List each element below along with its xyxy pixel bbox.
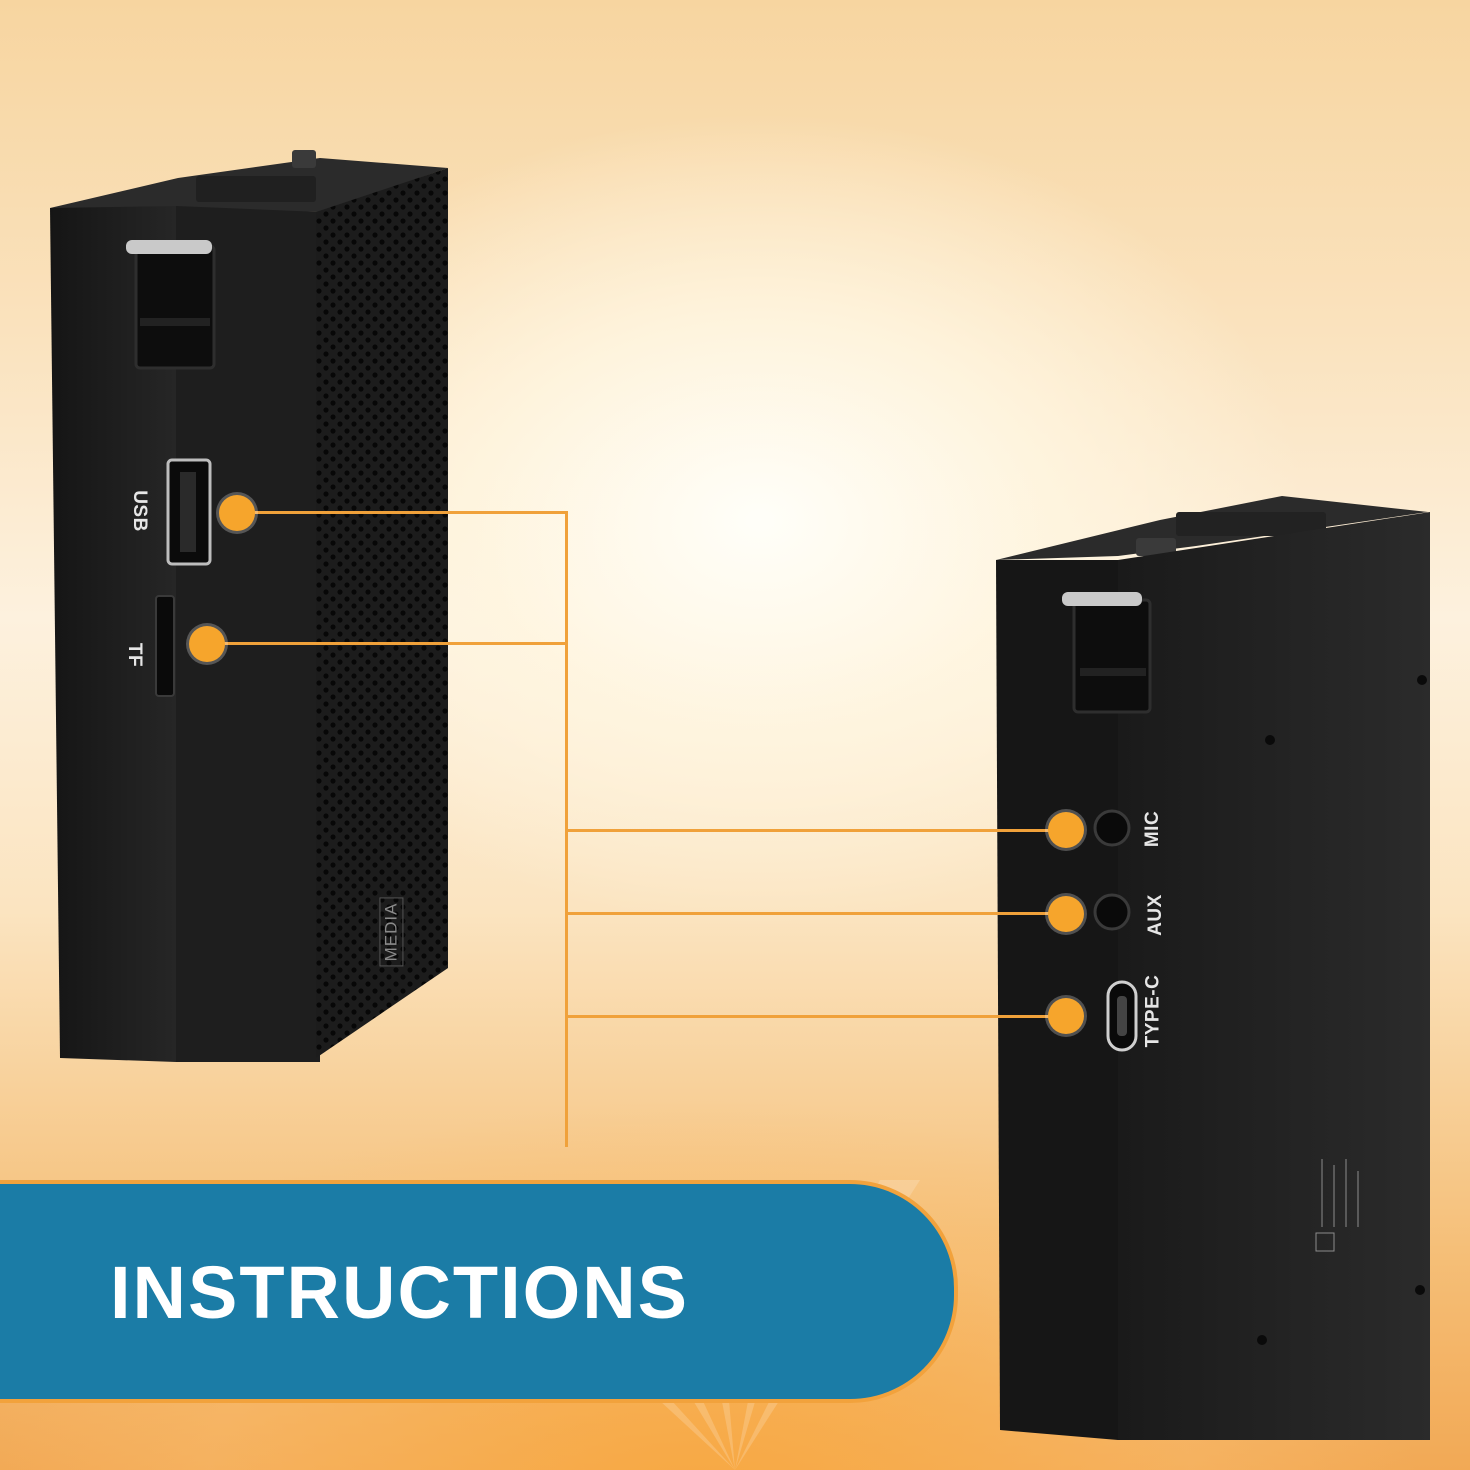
usb-port-label: USB (128, 490, 150, 532)
connector-line-tf (206, 642, 568, 645)
tf-marker-dot (189, 626, 225, 662)
aux-marker-dot (1048, 896, 1084, 932)
certification-marks (1315, 1159, 1359, 1252)
brand-logo: MEDIA (379, 897, 404, 967)
connector-line-usb (236, 511, 568, 514)
banner-title: INSTRUCTIONS (110, 1251, 689, 1334)
typec-port-label: TYPE-C (1142, 974, 1164, 1048)
connector-line-aux (565, 912, 1065, 915)
connector-line-typec (565, 1015, 1065, 1018)
mic-marker-dot (1048, 812, 1084, 848)
connector-line-mic (565, 829, 1065, 832)
aux-port-label: AUX (1144, 894, 1166, 936)
tf-port-label: TF (124, 642, 146, 668)
usb-marker-dot (219, 495, 255, 531)
instructions-banner (0, 1180, 958, 1403)
mic-port-label: MIC (1142, 810, 1164, 848)
typec-marker-dot (1048, 998, 1084, 1034)
